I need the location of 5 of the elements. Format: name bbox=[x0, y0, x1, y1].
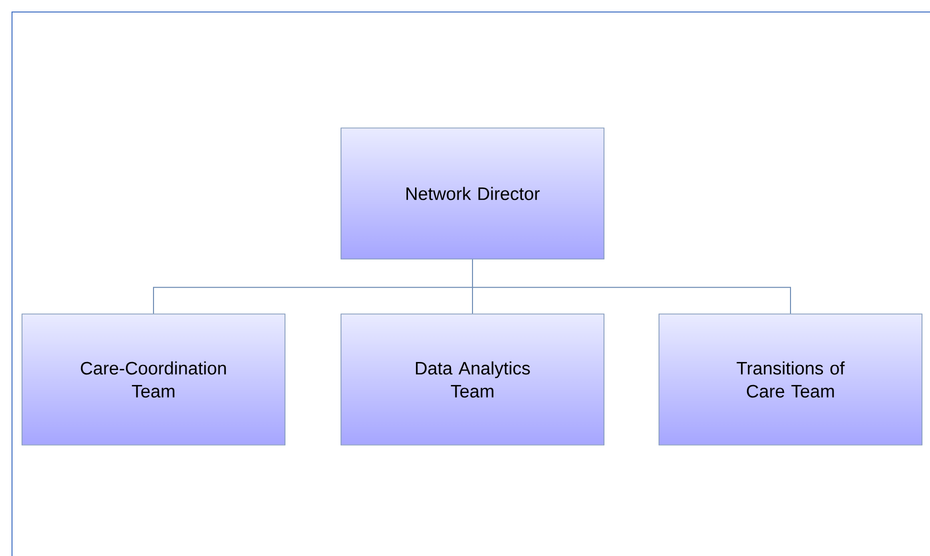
org-box: Network Director bbox=[340, 128, 604, 260]
org-box: Transitions of Care Team bbox=[658, 314, 922, 446]
org-box: Care-Coordination Team bbox=[22, 314, 286, 446]
org-box: Data Analytics Team bbox=[340, 314, 604, 446]
connector-line bbox=[472, 258, 791, 314]
